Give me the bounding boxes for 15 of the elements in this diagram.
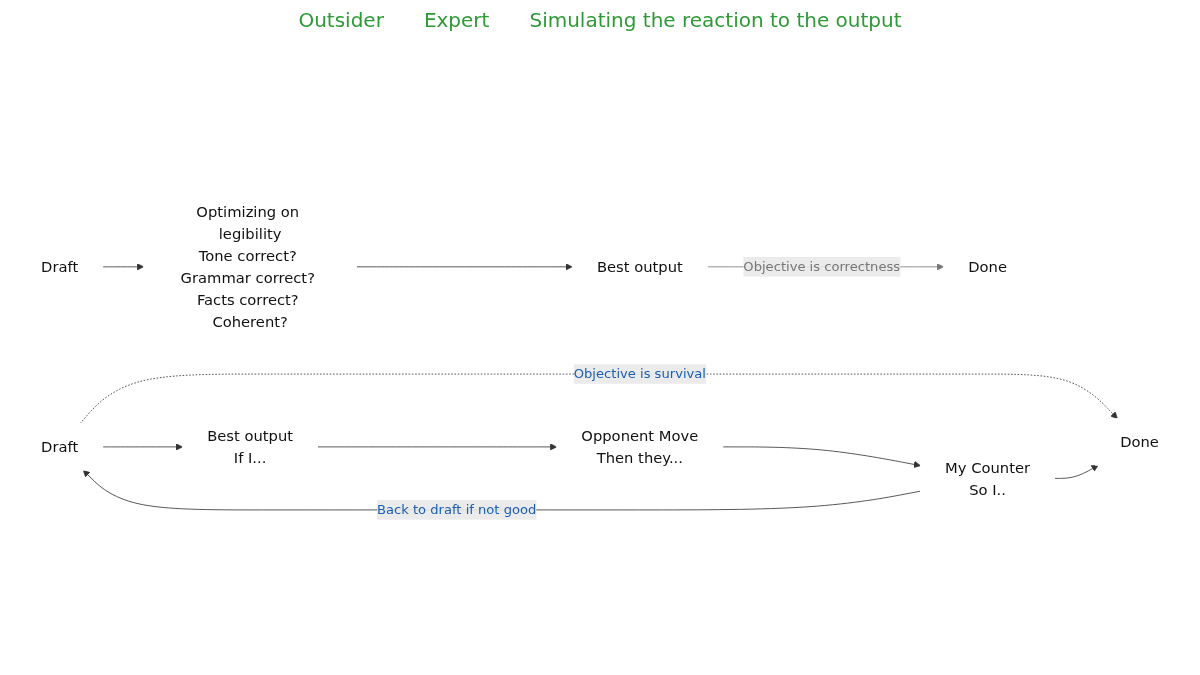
node-text: Optimizing on legibility Tone correct? Grammar correct? Facts correct? Coherent? xyxy=(180,202,315,331)
node-text: Done xyxy=(1120,432,1159,451)
node-text: Draft xyxy=(41,257,79,275)
node-text: Opponent Move Then they... xyxy=(581,426,699,467)
node-text: Draft xyxy=(41,437,79,455)
edge-label: Objective is survival xyxy=(573,365,706,381)
node-text: Done xyxy=(968,257,1007,275)
edge-label: Objective is correctness xyxy=(743,258,901,274)
section-heading: Simulating the reaction to the output xyxy=(529,8,902,32)
node-text: My Counter So I.. xyxy=(945,458,1031,498)
edge-label: Back to draft if not good xyxy=(376,501,537,517)
section-heading: Outsider xyxy=(298,8,384,32)
node-text: Best output xyxy=(596,257,683,275)
node-text: Best output If I... xyxy=(207,426,294,467)
section-heading: Expert xyxy=(423,8,490,32)
